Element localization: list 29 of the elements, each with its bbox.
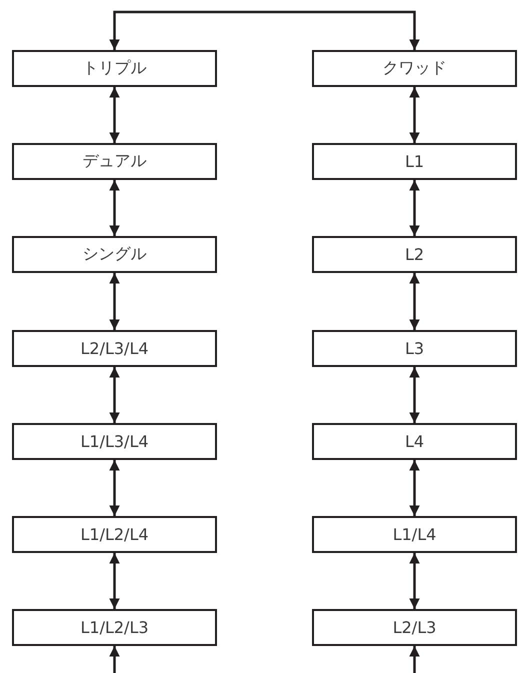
arrow [409, 367, 420, 423]
arrow [109, 553, 120, 609]
mode-box: L1/L2/L4 [12, 516, 217, 553]
mode-box: L1/L2/L3 [12, 609, 217, 646]
mode-box: L2 [312, 236, 517, 273]
arrow [109, 367, 120, 423]
arrow [409, 646, 420, 673]
arrow [109, 460, 120, 516]
arrow [409, 273, 420, 330]
arrow [109, 180, 120, 236]
arrow [409, 180, 420, 236]
arrow [109, 273, 120, 330]
mode-box: シングル [12, 236, 217, 273]
arrow [109, 10, 420, 50]
arrow [409, 553, 420, 609]
arrow [109, 646, 120, 673]
mode-box: トリプル [12, 50, 217, 87]
mode-box: L3 [312, 330, 517, 367]
arrow [409, 460, 420, 516]
arrow [409, 87, 420, 143]
mode-box: L1/L3/L4 [12, 423, 217, 460]
mode-box: クワッド [312, 50, 517, 87]
arrow [109, 87, 120, 143]
mode-box: L1 [312, 143, 517, 180]
mode-box: L4 [312, 423, 517, 460]
mode-box: L2/L3 [312, 609, 517, 646]
mode-box: L2/L3/L4 [12, 330, 217, 367]
mode-box: デュアル [12, 143, 217, 180]
mode-box: L1/L4 [312, 516, 517, 553]
